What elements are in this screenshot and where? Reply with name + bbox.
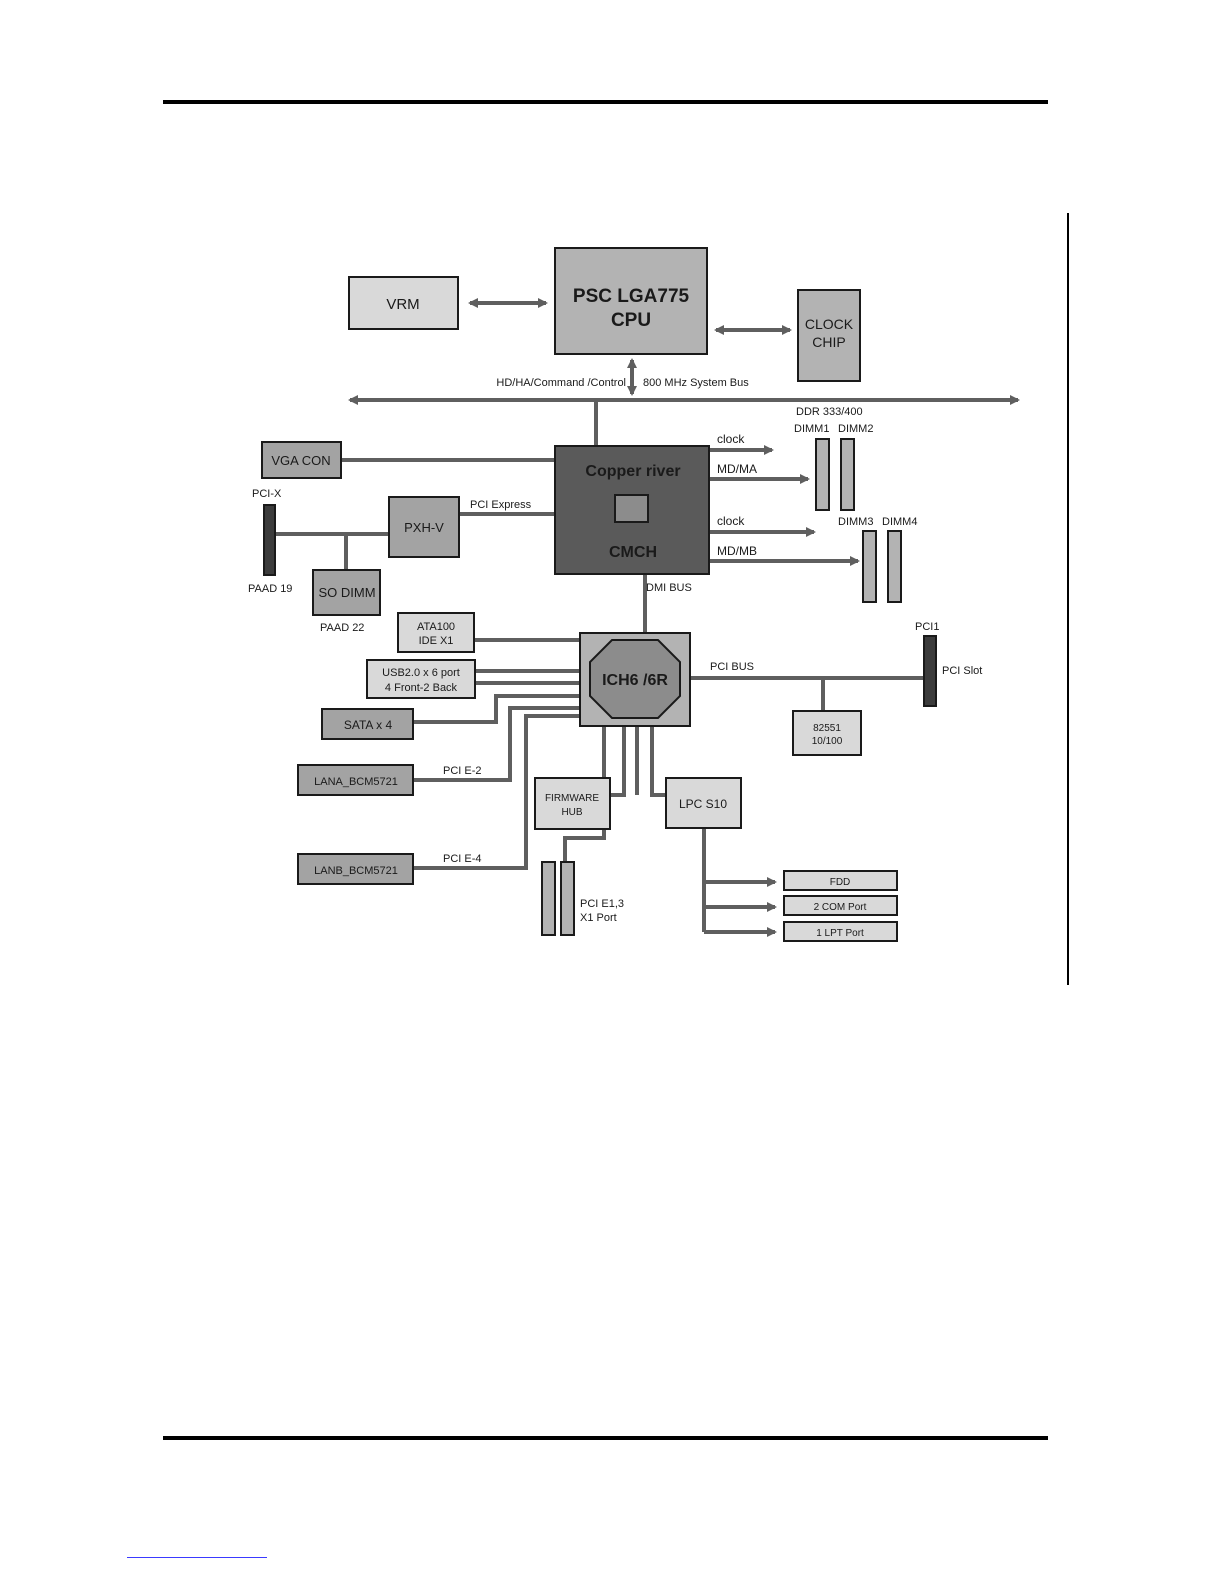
nic-label-2: 10/100 — [812, 736, 843, 747]
lana-label: LANA_BCM5721 — [314, 776, 398, 788]
lpc-label: LPC S10 — [679, 797, 727, 811]
dimm3-slot — [862, 530, 877, 603]
lpt-label: 1 LPT Port — [816, 928, 864, 939]
com-block — [783, 895, 898, 916]
ddr-label: DDR 333/400 — [796, 406, 863, 418]
firmware-hub-block — [534, 777, 611, 830]
clock-chip-block — [797, 289, 861, 382]
lpc-block — [665, 777, 742, 829]
dimm2-slot — [840, 438, 855, 511]
cpu-label-2: CPU — [611, 310, 651, 331]
dimm2-label: DIMM2 — [838, 423, 873, 435]
cpu-block — [554, 247, 708, 355]
mch-die — [614, 494, 649, 523]
firmware-hub-label-1: FIRMWARE — [545, 793, 599, 804]
dimm3-label: DIMM3 — [838, 516, 873, 528]
com-label: 2 COM Port — [814, 902, 867, 913]
clock2-label: clock — [717, 514, 745, 528]
pci-bus-label: PCI BUS — [710, 661, 754, 673]
lpc-ich-link — [650, 726, 666, 797]
usb-label-1: USB2.0 x 6 port — [382, 667, 460, 679]
paad19-label: PAAD 19 — [248, 583, 292, 595]
lpt-block — [783, 921, 898, 942]
hd-ha-label: HD/HA/Command /Control — [496, 377, 626, 389]
pcie3-slot — [560, 861, 575, 936]
vrm-label: VRM — [386, 296, 419, 313]
usb-block — [366, 659, 476, 699]
footer-rule — [163, 1436, 1048, 1440]
lana-block — [297, 764, 414, 796]
mdma-label: MD/MA — [717, 462, 757, 476]
pci-e4-label: PCI E-4 — [443, 853, 482, 865]
clock1-label: clock — [717, 432, 745, 446]
vrm-block — [348, 276, 459, 330]
fdd-label: FDD — [830, 877, 851, 888]
pci-x-label: PCI-X — [252, 488, 282, 500]
vga-con-label: VGA CON — [271, 453, 330, 468]
dimm1-slot — [815, 438, 830, 511]
header-rule — [163, 100, 1048, 104]
pcix-slot — [263, 504, 276, 576]
clock-chip-label-1: CLOCK — [805, 316, 854, 332]
so-dimm-label: SO DIMM — [318, 585, 375, 600]
ich-label: ICH6 /6R — [602, 672, 668, 689]
pci1-label: PCI1 — [915, 621, 939, 633]
nic-label-1: 82551 — [813, 723, 841, 734]
pxh-v-label: PXH-V — [404, 520, 444, 535]
fwh-ich-link — [610, 726, 626, 797]
pci-e13-label-1: PCI E1,3 — [580, 898, 624, 910]
dimm4-label: DIMM4 — [882, 516, 917, 528]
pcie1-slot — [541, 861, 556, 936]
mch-label-2: CMCH — [609, 544, 657, 561]
paad22-label: PAAD 22 — [320, 622, 364, 634]
lanb-label: LANB_BCM5721 — [314, 865, 398, 877]
ata100-block — [397, 612, 475, 653]
sata-label: SATA x 4 — [344, 718, 393, 732]
mch-label-1: Copper river — [585, 463, 680, 480]
so-dimm-block — [312, 569, 381, 616]
pci-slot-label: PCI Slot — [942, 665, 982, 677]
nic-block — [792, 710, 862, 756]
ich-octagon — [589, 639, 681, 719]
right-margin-line — [1067, 213, 1069, 985]
cpu-label-1: PSC LGA775 — [573, 286, 690, 307]
fdd-block — [783, 870, 898, 891]
ata100-label-2: IDE X1 — [419, 635, 454, 647]
usb-label-2: 4 Front-2 Back — [385, 682, 458, 694]
clock-chip-label-2: CHIP — [812, 334, 845, 350]
ata100-label-1: ATA100 — [417, 621, 455, 633]
sata-block — [321, 708, 414, 740]
dimm1-label: DIMM1 — [794, 423, 829, 435]
lana-ich-link — [414, 706, 580, 782]
dimm4-slot — [887, 530, 902, 603]
pci-express-label: PCI Express — [470, 499, 532, 511]
dmi-bus-label: DMI BUS — [646, 582, 692, 594]
pci-e2-label: PCI E-2 — [443, 765, 482, 777]
footer-link-underline — [127, 1557, 267, 1558]
vga-con-block — [261, 441, 342, 479]
system-bus-label: 800 MHz System Bus — [643, 377, 749, 389]
pci-e13-label-2: X1 Port — [580, 912, 617, 924]
firmware-hub-label-2: HUB — [561, 807, 582, 818]
sata-ich-link — [413, 694, 580, 724]
pci1-slot — [923, 635, 937, 707]
mdmb-label: MD/MB — [717, 544, 757, 558]
pxh-v-block — [388, 496, 460, 558]
lanb-ich-link — [414, 714, 580, 870]
lanb-block — [297, 853, 414, 885]
